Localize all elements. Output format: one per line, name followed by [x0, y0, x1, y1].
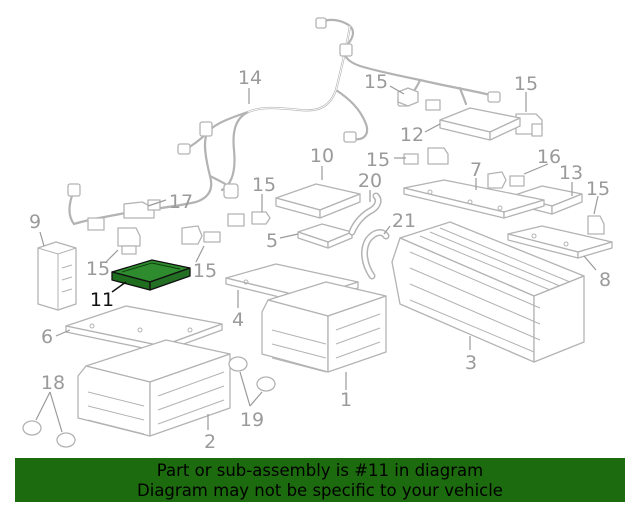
exploded-parts-diagram: 1 2 3 4 5 6 7 8 9 10 11 12 13 14 15 15 1… — [22, 17, 613, 453]
info-banner: Part or sub-assembly is #11 in diagram D… — [15, 458, 625, 502]
callout-15-right: 15 — [586, 178, 610, 200]
battery-module-1 — [261, 281, 387, 373]
banner-line-1: Part or sub-assembly is #11 in diagram — [156, 461, 484, 480]
callout-6: 6 — [41, 326, 53, 348]
callout-2: 2 — [204, 431, 216, 453]
callout-9: 9 — [29, 211, 41, 233]
module-12 — [439, 107, 521, 141]
callout-labels: 1 2 3 4 5 6 7 8 9 10 11 12 13 14 15 15 1… — [29, 67, 611, 453]
callout-13: 13 — [559, 162, 583, 184]
callout-16: 16 — [537, 146, 561, 168]
callout-1: 1 — [340, 389, 352, 411]
callout-15-top: 15 — [364, 71, 388, 93]
fittings — [22, 356, 276, 448]
callout-8: 8 — [599, 269, 611, 291]
cover-tray-7 — [403, 179, 545, 219]
coolant-hoses — [348, 192, 390, 280]
module-10 — [275, 183, 361, 219]
callout-17: 17 — [169, 191, 193, 213]
leader-lines — [35, 85, 599, 433]
battery-module-2 — [77, 339, 231, 437]
callout-14: 14 — [238, 67, 262, 89]
banner-line-2: Diagram may not be specific to your vehi… — [137, 481, 503, 500]
battery-module-3 — [391, 221, 585, 363]
callout-4: 4 — [232, 309, 244, 331]
callout-11-highlighted: 11 — [90, 289, 114, 311]
callout-15-left: 15 — [86, 258, 110, 280]
callout-5: 5 — [266, 230, 278, 252]
cover-tray-6 — [65, 305, 223, 353]
callout-20: 20 — [358, 170, 382, 192]
callout-12: 12 — [400, 124, 424, 146]
control-module-9 — [37, 241, 77, 311]
callout-18: 18 — [41, 372, 65, 394]
callout-10: 10 — [310, 145, 334, 167]
callout-21: 21 — [392, 210, 416, 232]
callout-15-center: 15 — [252, 174, 276, 196]
cover-tray-8 — [507, 225, 613, 259]
bracket-5 — [297, 223, 353, 249]
callout-15-mid: 15 — [366, 149, 390, 171]
callout-15-lower: 15 — [193, 260, 217, 282]
callout-3: 3 — [465, 352, 477, 374]
highlighted-part-11 — [111, 259, 191, 291]
callout-15-top-right: 15 — [514, 73, 538, 95]
callout-19: 19 — [240, 409, 264, 431]
wiring-harness — [67, 17, 501, 226]
callout-7: 7 — [470, 159, 482, 181]
connector-parts — [87, 87, 605, 255]
